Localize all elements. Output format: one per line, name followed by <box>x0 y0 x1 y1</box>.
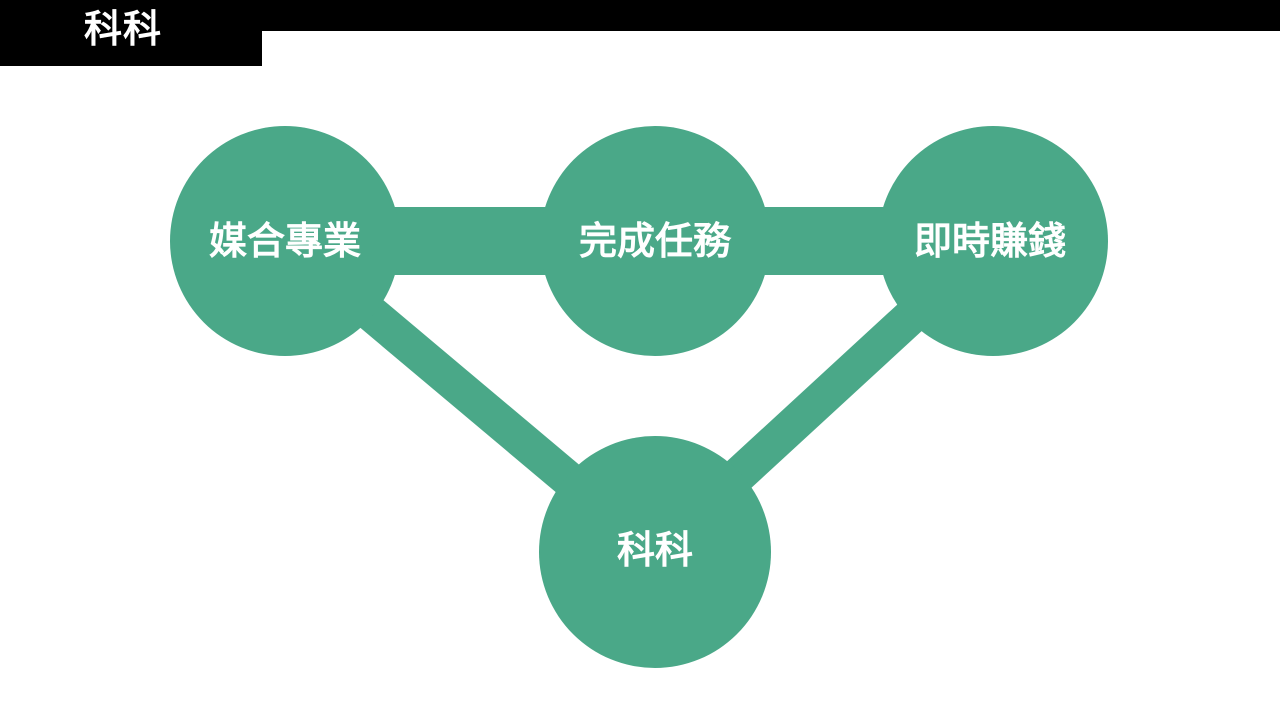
title-tab: 科科 <box>0 0 262 66</box>
node-circle <box>878 126 1108 356</box>
node-matching: 媒合專業 <box>170 126 400 356</box>
node-label: 完成任務 <box>579 219 732 263</box>
node-complete-task: 完成任務 <box>540 126 770 356</box>
node-circle <box>540 126 770 356</box>
node-instant-earning: 即時賺錢 <box>878 126 1108 356</box>
node-label: 科科 <box>617 528 693 572</box>
node-label: 媒合專業 <box>209 219 361 263</box>
page-title: 科科 <box>84 7 163 51</box>
node-circle <box>170 126 400 356</box>
node-label: 即時賺錢 <box>914 219 1066 263</box>
node-keke: 科科 <box>539 436 771 668</box>
diagram-nodes: 媒合專業 完成任務 即時賺錢 科科 <box>170 126 1108 668</box>
node-circle <box>539 436 771 668</box>
